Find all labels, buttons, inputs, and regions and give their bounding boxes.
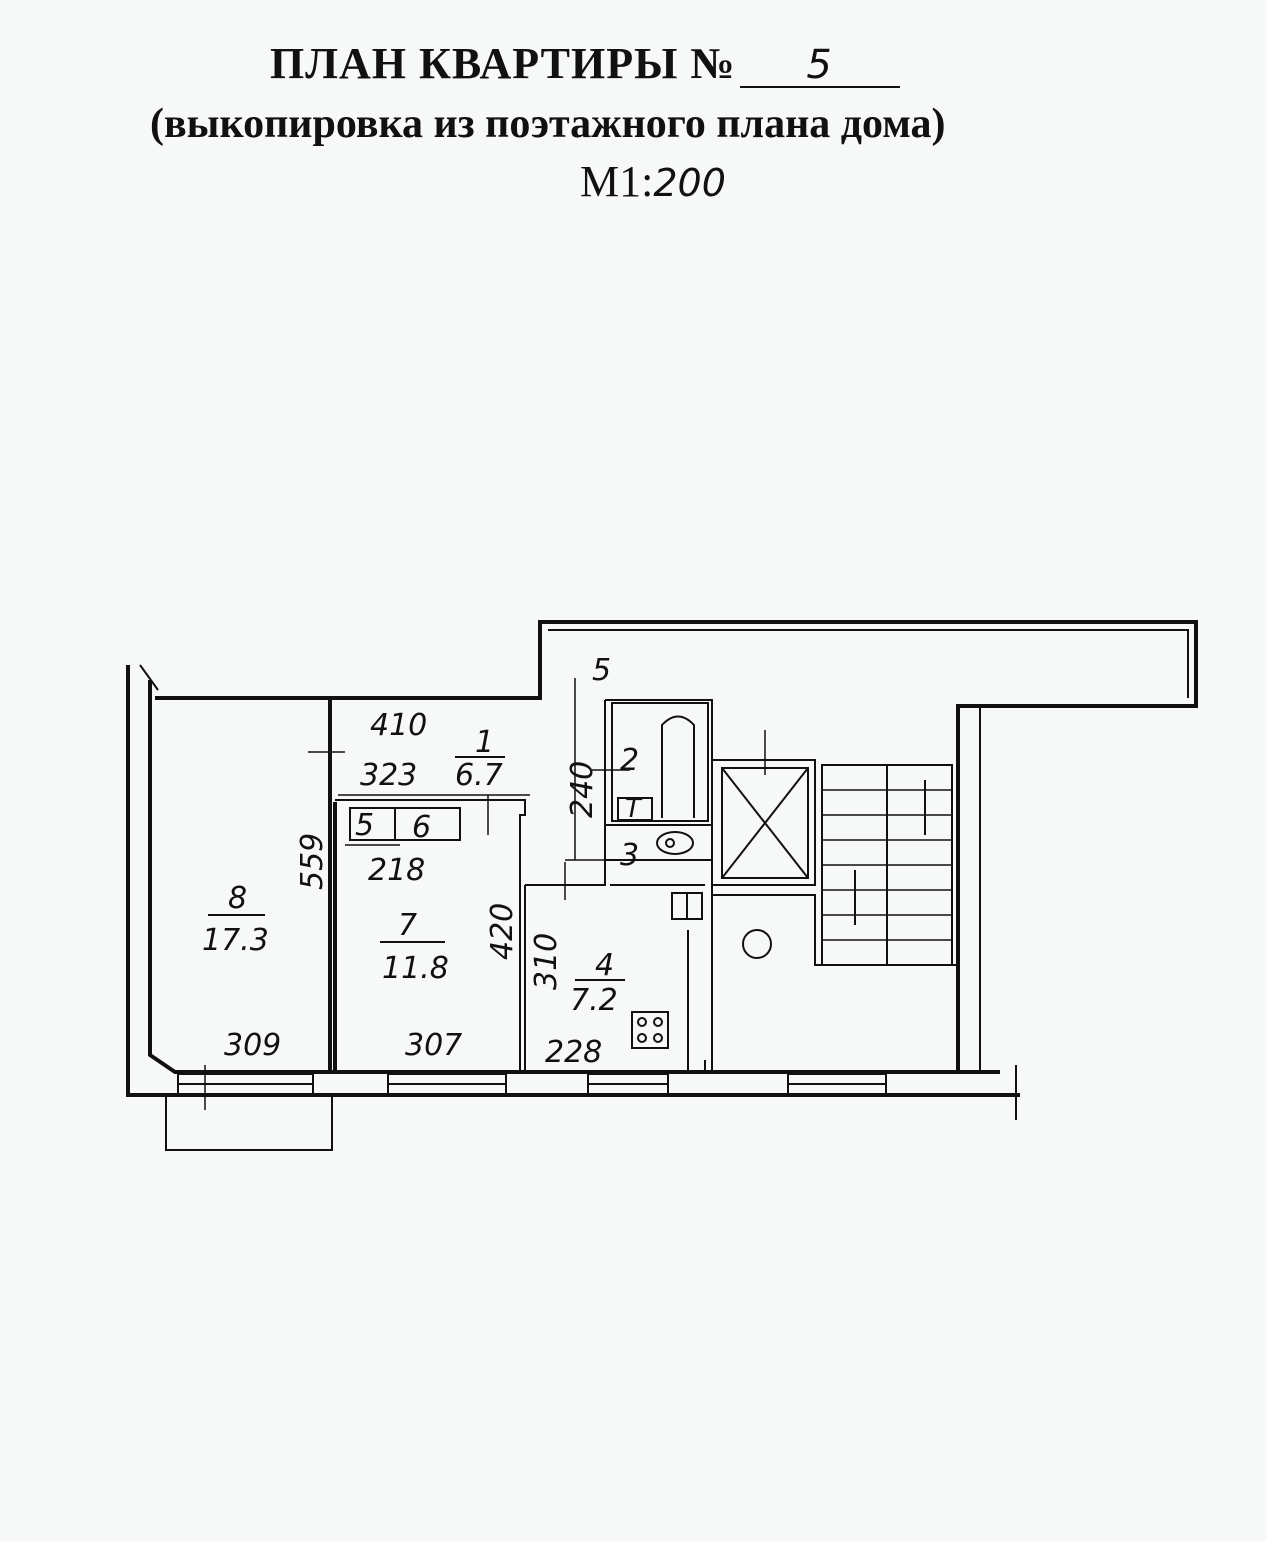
dim-323: 323 [360, 758, 417, 793]
dim-420: 420 [485, 903, 520, 960]
kitchen-stove [631, 1011, 669, 1049]
bathtub [611, 702, 709, 822]
room-2-id: 2 [620, 743, 639, 778]
dimension-labels: 410 323 5 218 309 307 228 559 420 310 24… [224, 653, 611, 1070]
dim-307: 307 [405, 1028, 462, 1063]
elevator-shaft [721, 767, 809, 879]
room-7-area: 11.8 [382, 951, 449, 986]
page-subtitle: (выкопировка из поэтажного плана дома) [150, 101, 946, 147]
toilet: T [617, 794, 694, 855]
kitchen-sink [671, 892, 703, 920]
room-1-id: 1 [475, 725, 494, 760]
toilet-tank-label: T [625, 794, 643, 824]
garbage-chute [742, 929, 772, 959]
staircase [821, 764, 953, 966]
dim-218: 218 [368, 853, 425, 888]
scale-value: 200 [653, 161, 726, 205]
room-1-area: 6.7 [455, 758, 503, 793]
dim-5-top: 5 [592, 653, 611, 688]
balcony [165, 1095, 333, 1151]
apartment-number: 5 [739, 44, 900, 88]
room-8-area: 17.3 [202, 923, 269, 958]
room-4-area: 7.2 [570, 983, 618, 1018]
room-4-id: 4 [595, 948, 614, 983]
room-6-id: 6 [412, 810, 431, 845]
room-5-id: 5 [355, 808, 374, 843]
dim-309: 309 [224, 1028, 281, 1063]
room-3-id: 3 [620, 838, 639, 873]
room-labels: 1 6.7 2 3 4 7.2 5 6 7 11.8 8 17.3 [202, 725, 639, 1018]
dim-240: 240 [565, 761, 600, 818]
scale-label: М1:200 [580, 157, 726, 206]
outer-walls [126, 620, 1198, 1120]
dim-228: 228 [545, 1035, 602, 1070]
room-8-id: 8 [228, 881, 247, 916]
dimension-lines [204, 678, 766, 1110]
dim-310: 310 [529, 933, 564, 990]
dim-559: 559 [295, 833, 330, 890]
room-7-id: 7 [398, 908, 417, 943]
windows [177, 1073, 887, 1095]
dim-410: 410 [370, 708, 427, 743]
